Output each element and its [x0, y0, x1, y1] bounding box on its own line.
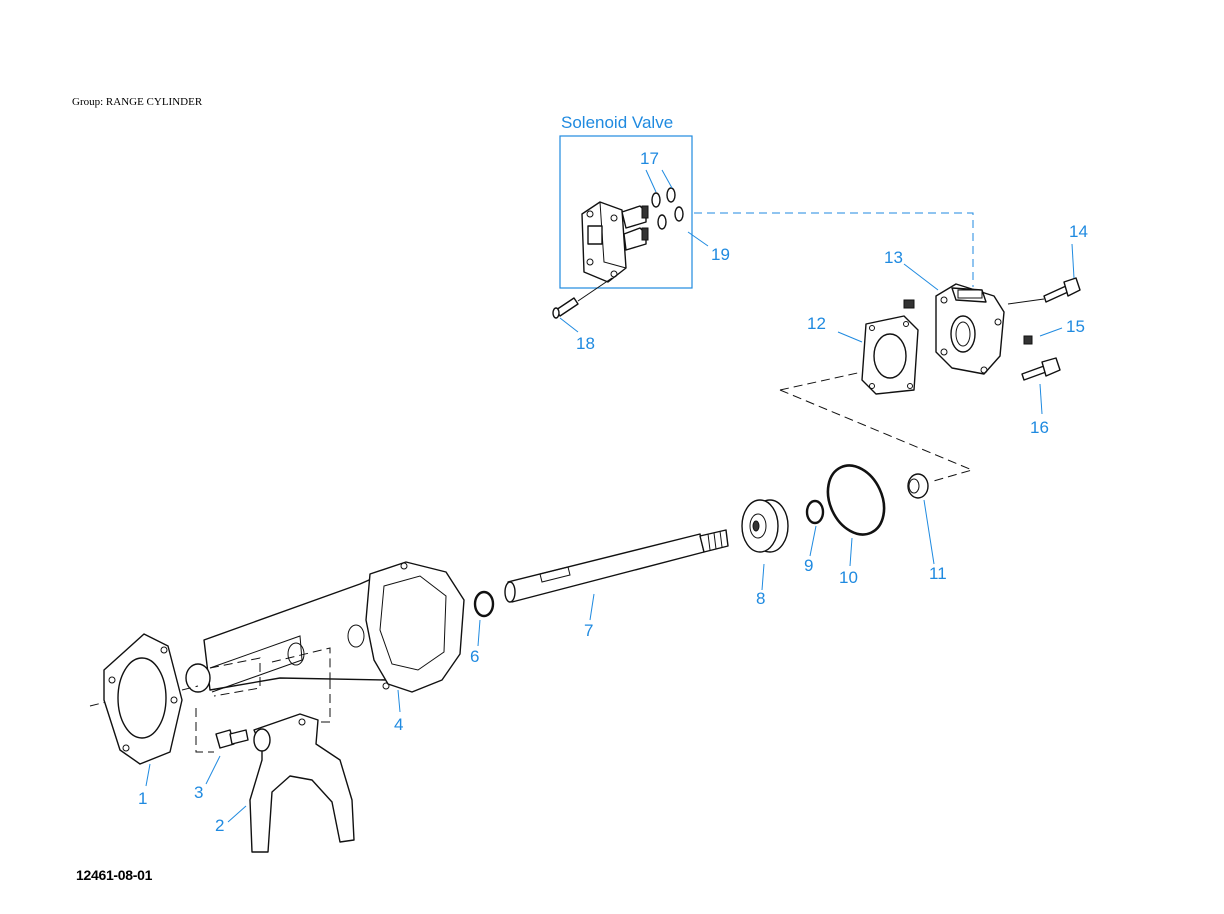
callout-labels: 1 2 3 4 6 7 8 9 10 11 12 13 14 15 16 17 …	[138, 149, 1088, 835]
callout-1: 1	[138, 789, 147, 808]
cylinder-cover-13	[903, 283, 1033, 375]
callout-10: 10	[839, 568, 858, 587]
callout-14: 14	[1069, 222, 1088, 241]
callout-2: 2	[215, 816, 224, 835]
snap-ring-6	[473, 590, 495, 618]
o-rings-17	[651, 187, 684, 230]
callout-19: 19	[711, 245, 730, 264]
drawing-number: 12461-08-01	[76, 867, 153, 883]
shift-fork-2	[249, 713, 355, 853]
callout-9: 9	[804, 556, 813, 575]
callout-4: 4	[394, 715, 403, 734]
solenoid-valve	[581, 201, 649, 283]
screw-14	[1007, 277, 1081, 305]
callout-12: 12	[807, 314, 826, 333]
screw-18	[552, 277, 613, 319]
inset-link-line	[694, 212, 974, 287]
callout-16: 16	[1030, 418, 1049, 437]
screw-16	[1021, 357, 1061, 381]
inset-frame	[559, 135, 693, 289]
callout-11: 11	[929, 564, 947, 583]
inset-title: Solenoid Valve	[561, 113, 673, 132]
callout-6: 6	[470, 647, 479, 666]
callout-8: 8	[756, 589, 765, 608]
gasket-12	[861, 315, 919, 395]
callout-15: 15	[1066, 317, 1085, 336]
callout-7: 7	[584, 621, 593, 640]
shaft-7	[504, 529, 729, 603]
callout-17: 17	[640, 149, 659, 168]
screw-3	[215, 729, 249, 749]
callout-3: 3	[194, 783, 203, 802]
o-ring-9	[805, 499, 825, 525]
group-label: Group: RANGE CYLINDER	[72, 96, 203, 108]
nut-11	[907, 473, 929, 499]
gasket-1	[103, 633, 183, 765]
o-ring-10	[826, 464, 886, 536]
range-cylinder-housing-4	[185, 561, 465, 693]
callout-18: 18	[576, 334, 595, 353]
piston-8	[741, 499, 789, 553]
callout-13: 13	[884, 248, 903, 267]
leader-lines	[145, 169, 1075, 823]
